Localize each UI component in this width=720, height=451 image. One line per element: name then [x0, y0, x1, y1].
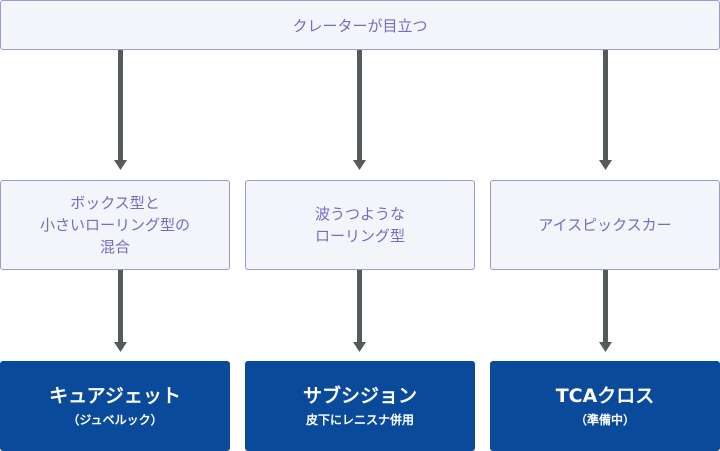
arrow-shaft-1b: [118, 270, 123, 342]
type-box-rolling: 波うつような ローリング型: [245, 180, 475, 270]
arrow-head-3b: [599, 342, 612, 352]
arrow-shaft-3b: [603, 270, 608, 342]
arrow-head-1b: [114, 342, 127, 352]
arrow-shaft-1a: [118, 50, 123, 160]
arrow-shaft-3a: [603, 50, 608, 160]
type-label-line: ボックス型と: [70, 194, 160, 212]
type-label-line: 混合: [99, 238, 130, 256]
arrow-head-1a: [114, 160, 127, 170]
treatment-subtitle: 皮下にレニスナ併用: [305, 413, 414, 427]
treatment-box-cure-jet: キュアジェット （ジュベルック）: [0, 361, 230, 451]
treatment-subtitle: （準備中）: [574, 413, 635, 427]
type-box-icepick: アイスピックスカー: [490, 180, 720, 270]
arrow-shaft-2a: [357, 50, 362, 160]
type-label-line: 小さいローリング型の: [39, 216, 190, 234]
arrow-head-2a: [353, 160, 366, 170]
treatment-box-tca-cross: TCAクロス （準備中）: [490, 361, 720, 451]
type-label-line: 波うつような: [314, 205, 405, 223]
treatment-title: サブシジョン: [302, 385, 417, 407]
treatment-box-subcision: サブシジョン 皮下にレニスナ併用: [245, 361, 475, 451]
treatment-subtitle: （ジュベルック）: [67, 413, 163, 427]
treatment-title: TCAクロス: [555, 385, 655, 407]
arrow-head-2b: [353, 342, 366, 352]
type-label-line: ローリング型: [314, 227, 405, 245]
treatment-title: キュアジェット: [49, 385, 181, 407]
root-box: クレーターが目立つ: [0, 0, 720, 50]
arrow-head-3a: [599, 160, 612, 170]
root-label: クレーターが目立つ: [292, 16, 428, 35]
type-box-mixed: ボックス型と 小さいローリング型の 混合: [0, 180, 230, 270]
arrow-shaft-2b: [357, 270, 362, 342]
type-label-line: アイスピックスカー: [538, 216, 672, 234]
